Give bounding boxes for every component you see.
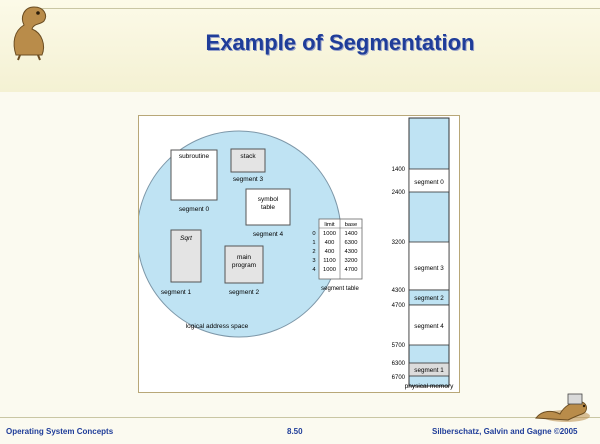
- physical-segment-label: segment 1: [414, 367, 444, 374]
- title-bar: [0, 0, 600, 92]
- physical-address: 4300: [392, 288, 406, 294]
- segment-table-caption: segment table: [321, 286, 359, 292]
- segment-4-text-line2: table: [261, 204, 275, 211]
- segment-0-label: segment 0: [179, 206, 210, 213]
- footer-book-title: Operating System Concepts: [6, 427, 114, 436]
- segment-2-text-line1: main: [237, 254, 251, 261]
- physical-segment-1: [408, 362, 450, 377]
- segment-table-base: 3200: [345, 258, 358, 264]
- segment-2-label: segment 2: [229, 289, 260, 296]
- segment-table-header-base: base: [345, 222, 358, 228]
- segment-0-box: [170, 149, 218, 201]
- segment-3-text: stack: [240, 153, 256, 160]
- segment-4-text-line1: symbol: [258, 196, 279, 203]
- logical-address-space-caption: logical address space: [186, 323, 249, 330]
- physical-memory-caption: physical memory: [405, 383, 455, 390]
- segment-table-index: 2: [312, 249, 315, 255]
- physical-address: 6300: [392, 361, 406, 367]
- physical-segment-4: [408, 304, 450, 346]
- physical-address: 4700: [392, 303, 406, 309]
- physical-segment-label: segment 3: [414, 265, 444, 272]
- segment-table-base: 4700: [345, 267, 358, 273]
- segment-table: limit base 0 1000 1400 1 400 6300 2 400 …: [312, 218, 363, 292]
- segmentation-diagram: subroutine segment 0 stack segment 3 sym…: [136, 117, 455, 390]
- slide-title: Example of Segmentation: [205, 30, 475, 55]
- segment-table-limit: 400: [325, 249, 335, 255]
- segment-table-header-limit: limit: [324, 222, 335, 228]
- footer-slide-number: 8.50: [287, 427, 303, 436]
- physical-memory: segment 0 segment 3 segment 2 segment 4 …: [392, 117, 455, 390]
- physical-segment-label: segment 0: [414, 179, 444, 186]
- physical-address: 6700: [392, 375, 406, 381]
- dinosaur-logo-icon: [13, 6, 47, 61]
- physical-address: 1400: [392, 167, 406, 173]
- segment-table-index: 3: [312, 258, 315, 264]
- segment-table-index: 0: [312, 231, 315, 237]
- segment-4-box: [245, 188, 291, 226]
- segmentation-figure: subroutine segment 0 stack segment 3 sym…: [136, 115, 460, 393]
- bottom-rule: [0, 417, 600, 418]
- segment-table-index: 4: [312, 267, 316, 273]
- segment-table-limit: 1000: [323, 267, 336, 273]
- segment-1-label: segment 1: [161, 289, 192, 296]
- segment-table-limit: 1100: [323, 258, 335, 264]
- segment-table-base: 4300: [345, 249, 358, 255]
- segment-3-label: segment 3: [233, 176, 264, 183]
- segment-1-text: Sqrt: [180, 235, 193, 242]
- segment-table-base: 1400: [345, 231, 358, 237]
- segment-3-box: [230, 148, 266, 173]
- physical-address: 3200: [392, 240, 406, 246]
- top-rule: [40, 8, 600, 9]
- segment-table-index: 1: [312, 240, 315, 246]
- segment-table-limit: 1000: [323, 231, 336, 237]
- physical-segment-3: [408, 241, 450, 291]
- footer-authors: Silberschatz, Galvin and Gagne ©2005: [432, 427, 578, 436]
- physical-address: 5700: [392, 343, 406, 349]
- dinosaur-with-laptop-icon: [535, 393, 590, 422]
- segment-table-base: 6300: [345, 240, 358, 246]
- segment-table-limit: 400: [325, 240, 335, 246]
- segment-2-box: [224, 245, 264, 284]
- segment-2-text-line2: program: [232, 262, 256, 269]
- physical-segment-label: segment 2: [414, 295, 444, 302]
- physical-segment-label: segment 4: [414, 323, 444, 330]
- segment-4-label: segment 4: [253, 231, 284, 238]
- physical-address: 2400: [392, 190, 406, 196]
- segment-1-box: [170, 229, 202, 283]
- segment-0-text: subroutine: [179, 153, 210, 160]
- physical-segment-0: [408, 168, 450, 193]
